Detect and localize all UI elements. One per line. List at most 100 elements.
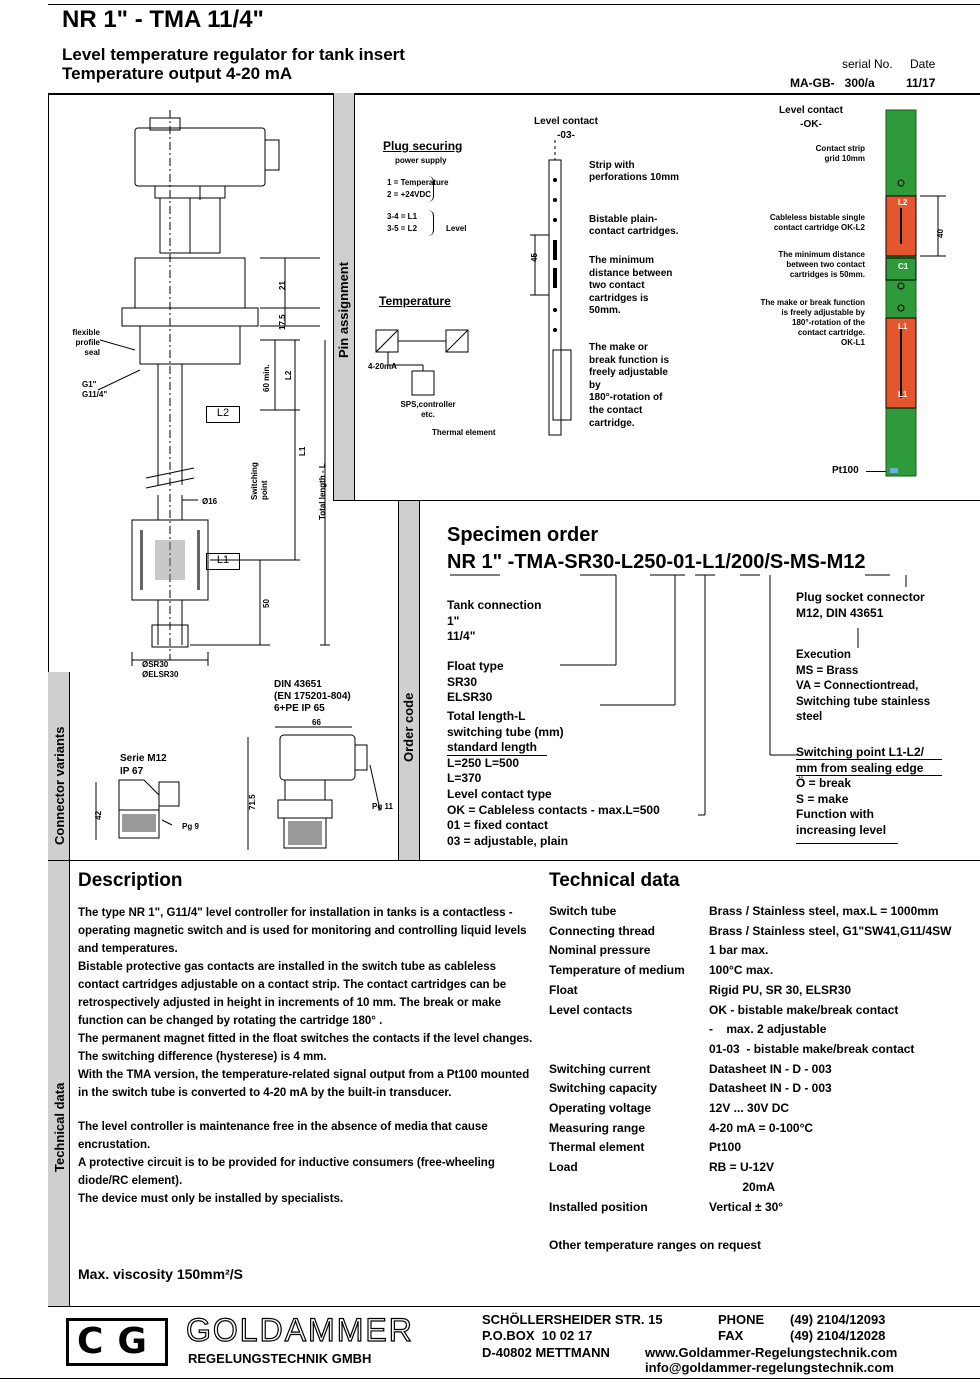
date-label: Date bbox=[910, 57, 936, 71]
description-p6: A protective circuit is to be provided f… bbox=[78, 1157, 495, 1187]
tech-row-value: - max. 2 adjustable bbox=[709, 1022, 827, 1037]
company-subtitle: REGELUNGSTECHNIK GMBH bbox=[188, 1351, 372, 1366]
description-title: Description bbox=[78, 870, 183, 891]
tech-row-value: Pt100 bbox=[709, 1140, 742, 1155]
total-length: Total length-L switching tube (mm) stand… bbox=[447, 709, 564, 785]
float-diameter-label: ØSR30 ØELSR30 bbox=[142, 660, 179, 679]
tag-l1a: L1 bbox=[898, 322, 908, 331]
pin-assignment-label: Pin assignment bbox=[336, 261, 351, 358]
footer-line bbox=[48, 1306, 980, 1307]
tech-row-value: Brass / Stainless steel, G1"SW41,G11/4SW bbox=[709, 923, 952, 938]
dia16-label: Ø16 bbox=[202, 497, 218, 506]
pg9-label: Pg 9 bbox=[182, 822, 199, 831]
execution: Execution MS = Brass VA = Connectiontrea… bbox=[796, 649, 931, 723]
description-p2: Bistable protective gas contacts are ins… bbox=[78, 961, 507, 1027]
order-code: NR 1" -TMA-SR30-L250-01-L1/200/S-MS-M12 bbox=[447, 551, 866, 573]
contact03-title: Level contact -03- bbox=[534, 116, 598, 141]
dim-40: 40 bbox=[936, 229, 945, 238]
phone-label: PHONE bbox=[718, 1312, 765, 1327]
switching-underline-2 bbox=[796, 775, 942, 776]
order-code-label: Order code bbox=[401, 692, 416, 762]
dim-66: 66 bbox=[312, 718, 321, 727]
dim-45: 45 bbox=[530, 253, 539, 262]
company-logo: CG bbox=[66, 1318, 168, 1366]
order-bar bbox=[398, 500, 420, 860]
tech-row-key: Temperature of medium bbox=[549, 963, 685, 978]
dim-17-5: 17.5 bbox=[278, 314, 287, 330]
connector-bar bbox=[48, 672, 70, 860]
tank-connection: Tank connection 1" 11/4" bbox=[447, 598, 542, 643]
power-supply-label: power supply bbox=[395, 156, 447, 165]
dim-l1: L1 bbox=[298, 446, 307, 456]
contact03-strip bbox=[530, 140, 572, 436]
switching-underline-1 bbox=[796, 759, 942, 760]
tech-row-key bbox=[549, 1020, 709, 1040]
tech-row-key: Switch tube bbox=[549, 904, 617, 918]
contactok-strip bbox=[885, 109, 946, 477]
tech-row-value: 100°C max. bbox=[709, 963, 774, 978]
pin-bar bbox=[333, 93, 355, 500]
tech-row: - max. 2 adjustable bbox=[549, 1020, 980, 1040]
company-name: GOLDAMMER bbox=[185, 1311, 414, 1348]
fax-value: (49) 2104/12028 bbox=[790, 1328, 886, 1343]
specimen-order-title: Specimen order bbox=[447, 524, 599, 546]
flexible-seal-label: flexible profile seal bbox=[72, 328, 100, 357]
technical-data-label: Technical data bbox=[52, 1082, 67, 1172]
serial-label: serial No. bbox=[842, 57, 893, 71]
website-link[interactable]: www.Goldammer-Regelungstechnik.com bbox=[645, 1345, 898, 1360]
tech-row-key: Nominal pressure bbox=[549, 943, 651, 958]
tech-row-value: 20mA bbox=[709, 1179, 776, 1194]
tech-row: Thermal element Pt100 bbox=[549, 1138, 980, 1158]
tech-row-value: 01-03 - bistable make/break contact bbox=[709, 1041, 915, 1056]
level-label: Level bbox=[446, 224, 467, 233]
pin-bar-bottom bbox=[333, 500, 421, 501]
din-connector bbox=[247, 726, 381, 850]
tech-row-key: Thermal element bbox=[549, 1140, 645, 1155]
tech-row-value: 4-20 mA = 0-100°C bbox=[709, 1120, 814, 1135]
logo-letters: CG bbox=[77, 1321, 161, 1362]
tech-row-value: 12V ... 30V DC bbox=[709, 1101, 790, 1116]
description-p5: The level controller is maintenance free… bbox=[78, 1121, 488, 1151]
standard-length-underline bbox=[447, 755, 547, 756]
dim-21: 21 bbox=[278, 281, 287, 290]
tech-row-key: Operating voltage bbox=[549, 1101, 652, 1116]
tech-row-value: RB = U-12V bbox=[709, 1160, 775, 1175]
switching-underline-3 bbox=[796, 843, 898, 844]
technical-bar bbox=[48, 861, 70, 1306]
pt100-leader bbox=[866, 471, 888, 472]
tech-row-value: 1 bar max. bbox=[709, 943, 769, 958]
address-3: D-40802 METTMANN bbox=[482, 1345, 610, 1360]
contactok-title: Level contact -OK- bbox=[779, 105, 843, 130]
total-length-label: Total length - L bbox=[318, 463, 327, 520]
technical-note: Other temperature ranges on request bbox=[549, 1238, 762, 1252]
technical-title: Technical data bbox=[549, 870, 680, 891]
pt100-label: Pt100 bbox=[832, 465, 859, 476]
level-contact-type: Level contact type OK = Cableless contac… bbox=[447, 787, 660, 848]
date-value: 11/17 bbox=[906, 76, 936, 90]
pin-1: 1 = Temperature bbox=[387, 178, 449, 187]
ma-label: 4-20mA bbox=[368, 362, 397, 371]
tech-row: 01-03 - bistable make/break contact bbox=[549, 1040, 980, 1060]
contact03-bistable: Bistable plain- contact cartridges. bbox=[589, 214, 679, 237]
contactok-strip-label: Contact strip grid 10mm bbox=[815, 144, 865, 163]
address-2: P.O.BOX 10 02 17 bbox=[482, 1328, 593, 1343]
float-type: Float type SR30 ELSR30 bbox=[447, 659, 504, 704]
tech-row: Temperature of medium 100°C max. bbox=[549, 961, 980, 981]
contactok-cableless: Cableless bistable single contact cartri… bbox=[769, 213, 865, 232]
tech-row-key bbox=[549, 1178, 709, 1198]
tech-row: Level contacts OK - bistable make/break c… bbox=[549, 1001, 980, 1021]
tech-row-value: OK - bistable make/break contact bbox=[709, 1002, 899, 1017]
tech-row-value: Datasheet IN - D - 003 bbox=[709, 1081, 832, 1096]
email-link[interactable]: info@goldammer-regelungstechnik.com bbox=[645, 1360, 894, 1375]
dim-71-5: 71.5 bbox=[248, 794, 257, 810]
tech-row-key: Float bbox=[549, 982, 578, 997]
tech-row-key: Level contacts bbox=[549, 1002, 633, 1017]
contactok-min-distance: The minimum distance between two contact… bbox=[778, 250, 865, 279]
tag-l2: L2 bbox=[898, 198, 908, 207]
thermal-element-label: Thermal element bbox=[432, 428, 496, 437]
plug-securing-title: Plug securing bbox=[383, 139, 463, 153]
